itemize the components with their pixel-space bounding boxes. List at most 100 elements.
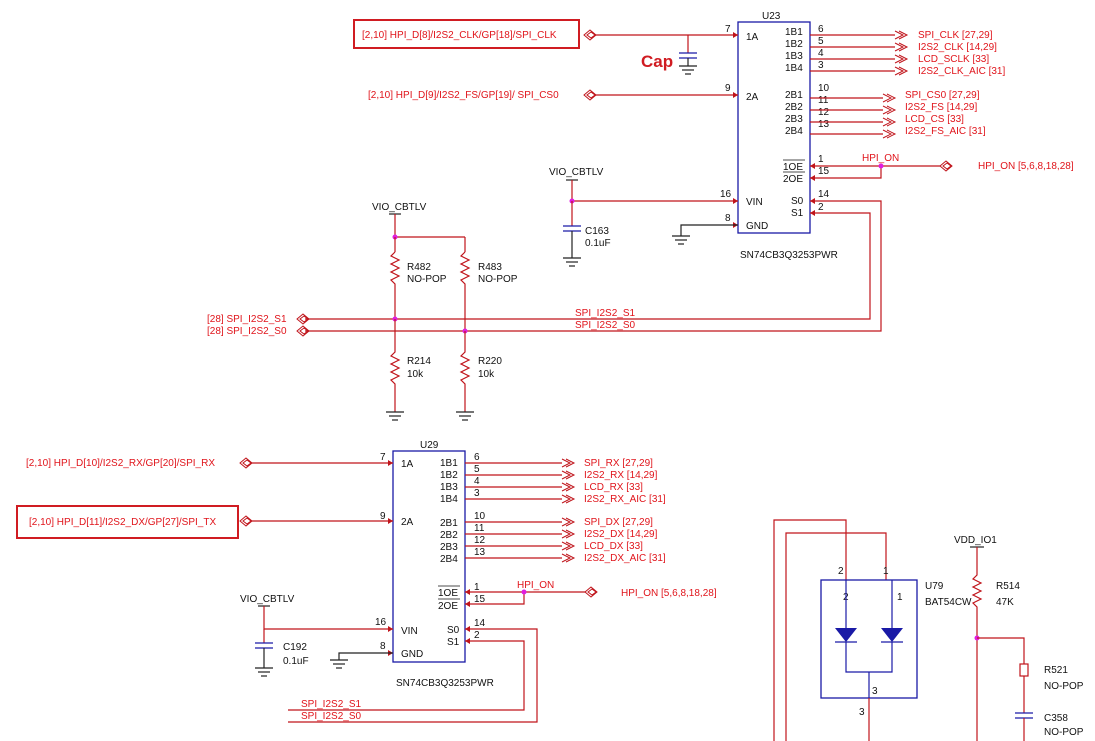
u23-cap-ref: C163	[585, 226, 609, 237]
u23-out-5: SPI_CS0 [27,29]	[905, 90, 980, 101]
u23-enable-port: HPI_ON [5,6,8,18,28]	[978, 161, 1074, 172]
u29-pin-1b3: 1B3	[440, 482, 458, 493]
u29-pin-1a: 1A	[401, 459, 414, 470]
u23-pin-vin: VIN	[746, 197, 763, 208]
vdd-block: VDD_IO1 R514 47K R521 NO-POP C358 NO-POP	[954, 535, 1084, 741]
r514-ref: R514	[996, 581, 1020, 592]
diode-icon	[835, 628, 857, 642]
cap-note: Cap	[641, 52, 673, 71]
u79-pin-2-ext: 2	[838, 566, 844, 577]
u23-pin-2b3: 2B3	[785, 114, 803, 125]
u23-pinnum-8: 8	[725, 213, 731, 224]
u23-pin-1b3: 1B3	[785, 51, 803, 62]
u29-pinnum-3: 3	[474, 488, 480, 499]
r514-val: 47K	[996, 597, 1014, 608]
u23-ref: U23	[762, 11, 781, 22]
u79-part: BAT54CW	[925, 597, 972, 608]
u23-out-2: I2S2_CLK [14,29]	[918, 42, 997, 53]
u23-net-in-2: [2,10] HPI_D[9]/I2S2_FS/GP[19]/ SPI_CS0	[368, 90, 559, 101]
u29-pinnum-16: 16	[375, 617, 387, 628]
u23-pin-2a: 2A	[746, 92, 759, 103]
select-wire-s0: SPI_I2S2_S0	[575, 320, 635, 331]
u23-pinnum-14: 14	[818, 189, 830, 200]
u29-supply: VIO_CBTLV	[240, 594, 295, 605]
u23-pinnum-3: 3	[818, 60, 824, 71]
r521-ref: R521	[1044, 665, 1068, 676]
u23-out-4: I2S2_CLK_AIC [31]	[918, 66, 1005, 77]
u23-pinnum-11: 11	[818, 95, 829, 106]
u23-pin-s0: S0	[791, 196, 804, 207]
u23-pinnum-10: 10	[818, 83, 830, 94]
u23-pinnum-9: 9	[725, 83, 731, 94]
u23-pinnum-13: 13	[818, 119, 830, 130]
output-arrow-icons	[561, 458, 576, 563]
u23-pin-2b4: 2B4	[785, 126, 803, 137]
u29-pinnum-1: 1	[474, 582, 480, 593]
u23-pin-1b2: 1B2	[785, 39, 803, 50]
u29-pinnum-2: 2	[474, 630, 480, 641]
u23-pin-2oe: 2OE	[783, 174, 803, 185]
u29-cap-val: 0.1uF	[283, 656, 309, 667]
u29-pin-s1: S1	[447, 637, 460, 648]
u29-out-6: I2S2_DX [14,29]	[584, 529, 658, 540]
u23-pin-1b4: 1B4	[785, 63, 803, 74]
u29-body	[392, 450, 466, 663]
u23-pinnum-4: 4	[818, 48, 824, 59]
vdd-net: VDD_IO1	[954, 535, 997, 546]
c358-val: NO-POP	[1044, 727, 1084, 738]
r220-ref: R220	[478, 356, 502, 367]
output-arrow-icons	[882, 30, 909, 139]
u29-out-7: LCD_DX [33]	[584, 541, 643, 552]
u79-block: 2 1 2 1 3 3 U79 BAT54CW	[773, 519, 972, 741]
u29-pin-1oe: 1OE	[438, 588, 458, 599]
u29-pin-vin: VIN	[401, 626, 418, 637]
u23-cap-val: 0.1uF	[585, 238, 611, 249]
u29-part: SN74CB3Q3253PWR	[396, 678, 494, 689]
u29-out-3: LCD_RX [33]	[584, 482, 643, 493]
u23-pinnum-7: 7	[725, 24, 731, 35]
u23-pin-s1: S1	[791, 208, 804, 219]
u29-enable-net: HPI_ON	[517, 580, 554, 591]
u23-net-in-1: [2,10] HPI_D[8]/I2S2_CLK/GP[18]/SPI_CLK	[362, 30, 557, 41]
select-port-s0: [28] SPI_I2S2_S0	[207, 326, 287, 337]
u29-pinnum-6: 6	[474, 452, 480, 463]
u29-enable-port: HPI_ON [5,6,8,18,28]	[621, 588, 717, 599]
u29-net-in-1: [2,10] HPI_D[10]/I2S2_RX/GP[20]/SPI_RX	[26, 458, 215, 469]
u29-out-8: I2S2_DX_AIC [31]	[584, 553, 666, 564]
select-port-s1: [28] SPI_I2S2_S1	[207, 314, 287, 325]
port-connector-icon	[296, 313, 310, 325]
u29-cap-ref: C192	[283, 642, 307, 653]
u29-net-in-2: [2,10] HPI_D[11]/I2S2_DX/GP[27]/SPI_TX	[29, 517, 216, 528]
r220-val: 10k	[478, 369, 495, 380]
u29-out-2: I2S2_RX [14,29]	[584, 470, 658, 481]
select-wire-s1: SPI_I2S2_S1	[575, 308, 635, 319]
u29-out-5: SPI_DX [27,29]	[584, 517, 653, 528]
u29-pin-1b1: 1B1	[440, 458, 458, 469]
u29-pinnum-15: 15	[474, 594, 486, 605]
u23-pinnum-6: 6	[818, 24, 824, 35]
select-supply: VIO_CBTLV	[372, 202, 427, 213]
u23-pinnum-15: 15	[818, 166, 830, 177]
u29-pin-2b4: 2B4	[440, 554, 458, 565]
port-connector-icon	[939, 160, 953, 172]
port-connector-icon	[584, 586, 598, 598]
u29-pinnum-14: 14	[474, 618, 486, 629]
u29-pin-2b3: 2B3	[440, 542, 458, 553]
u29-pinnum-10: 10	[474, 511, 486, 522]
u29-out-4: I2S2_RX_AIC [31]	[584, 494, 666, 505]
u23-part: SN74CB3Q3253PWR	[740, 250, 838, 261]
u29-pinnum-4: 4	[474, 476, 480, 487]
u29-pinnum-13: 13	[474, 547, 486, 558]
r214-ref: R214	[407, 356, 431, 367]
u23-out-6: I2S2_FS [14,29]	[905, 102, 977, 113]
u23-pinnum-12: 12	[818, 107, 830, 118]
u23-pinnum-1: 1	[818, 154, 824, 165]
u23-out-3: LCD_SCLK [33]	[918, 54, 989, 65]
u23-body	[737, 21, 811, 234]
r214-val: 10k	[407, 369, 424, 380]
u29-pin-gnd: GND	[401, 649, 423, 660]
r483-val: NO-POP	[478, 274, 518, 285]
u29-select-s1: SPI_I2S2_S1	[301, 699, 361, 710]
u29-out-1: SPI_RX [27,29]	[584, 458, 653, 469]
u29-pinnum-8: 8	[380, 641, 386, 652]
